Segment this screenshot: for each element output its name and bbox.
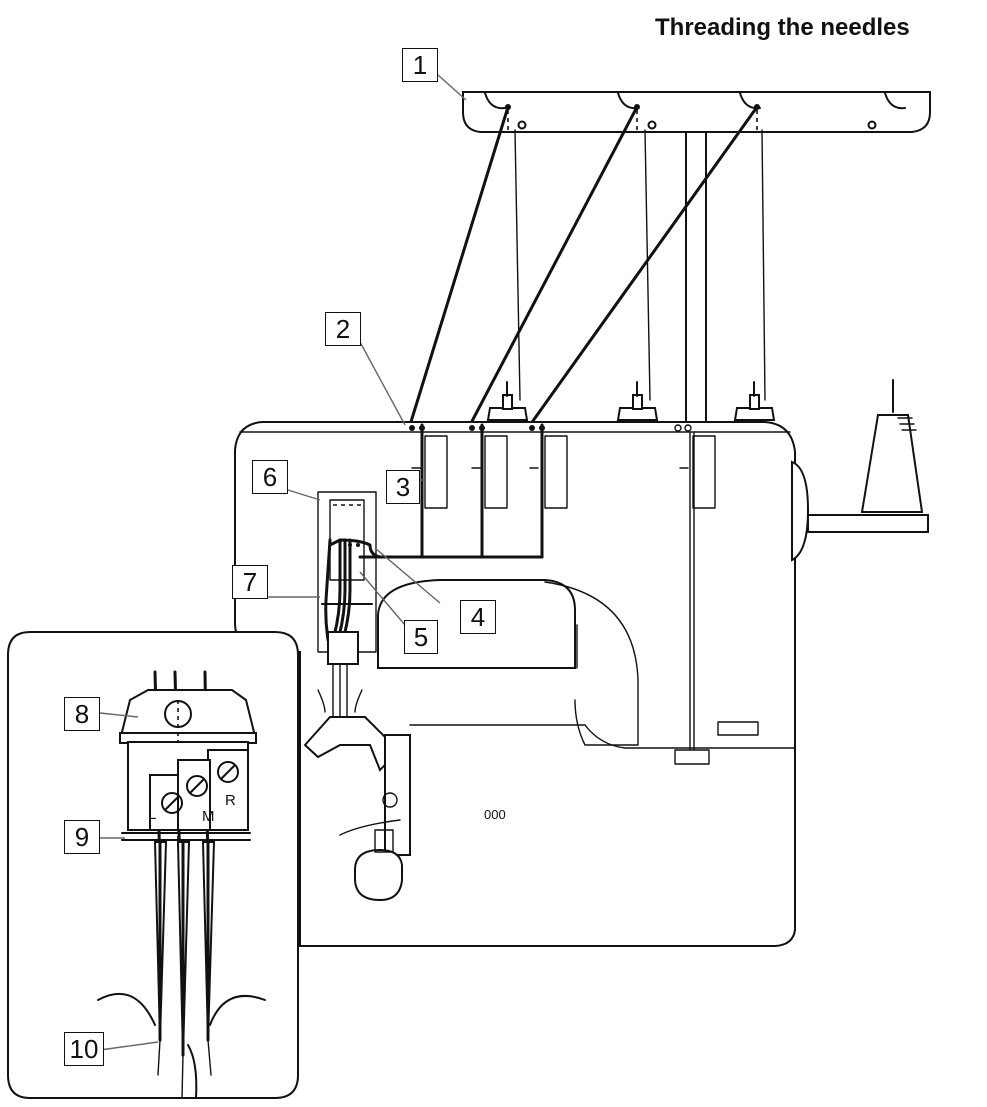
callout-9: 9 xyxy=(64,820,100,854)
needle-clamp-main xyxy=(317,631,363,721)
thread-stand xyxy=(462,91,931,426)
presser-foot xyxy=(303,716,411,902)
machine-body xyxy=(234,421,810,947)
leader-lines xyxy=(99,74,467,1051)
page-title: Threading the needles xyxy=(655,14,910,41)
callout-2: 2 xyxy=(325,312,361,346)
panel-mark: 000 xyxy=(484,807,506,822)
callout-8: 8 xyxy=(64,697,100,731)
needle-threads xyxy=(408,105,766,427)
cone-holder xyxy=(807,379,929,533)
needle-letter-middle: M xyxy=(202,808,215,825)
callout-1: 1 xyxy=(402,48,438,82)
needle-detail-inset xyxy=(7,631,299,1099)
callout-6: 6 xyxy=(252,460,288,494)
callout-5: 5 xyxy=(404,620,438,654)
tension-dials xyxy=(411,435,716,509)
callout-4: 4 xyxy=(460,600,496,634)
spool-pins xyxy=(486,381,776,421)
needle-letter-right: R xyxy=(225,792,236,809)
thread-guide-bar xyxy=(462,91,931,133)
needle-letter-left: L xyxy=(148,806,157,823)
callout-7: 7 xyxy=(232,565,268,599)
callout-3: 3 xyxy=(386,470,420,504)
callout-10: 10 xyxy=(64,1032,104,1066)
